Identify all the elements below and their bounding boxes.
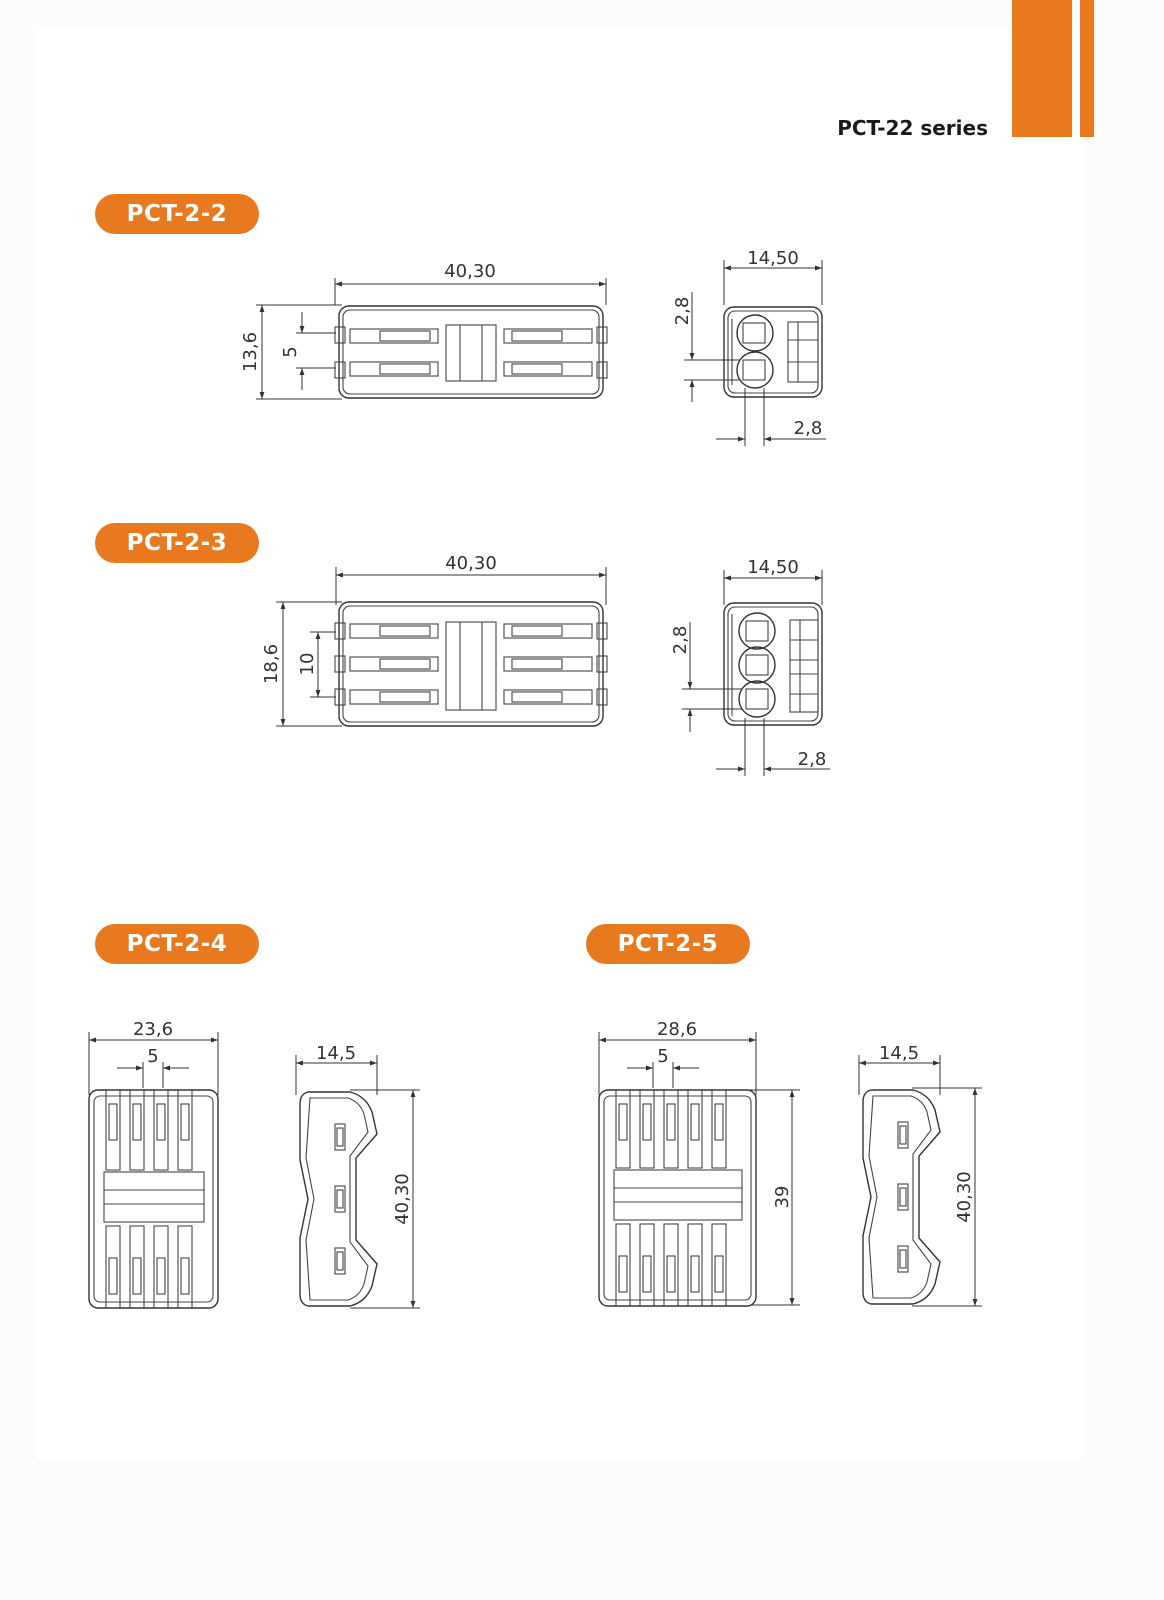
page-background — [36, 28, 1086, 1458]
pct-2-4-side-height-label: 40,30 — [392, 1173, 413, 1225]
pct-2-4-side-view: 14,5 40,30 — [295, 1043, 420, 1309]
model-label-pct-2-2: PCT-2-2 — [95, 194, 259, 234]
pct-2-2-side-view: 14,50 2,8 2,8 — [672, 248, 826, 446]
model-label-pct-2-3: PCT-2-3 — [95, 523, 259, 563]
pct-2-4-front-pitch-label: 5 — [147, 1046, 158, 1067]
pct-2-3-side-view: 14,50 2,8 2,8 — [670, 557, 830, 776]
pct-2-3-front-height-label: 18,6 — [261, 644, 282, 684]
pct-2-5-side-height-label: 40,30 — [954, 1171, 975, 1223]
pct-2-3-side-width-label: 14,50 — [747, 557, 799, 578]
accent-bar-narrow — [1080, 0, 1094, 137]
pct-2-2-side-hole-v-label: 2,8 — [672, 297, 693, 326]
pct-2-2-side-hole-h-label: 2,8 — [794, 418, 823, 439]
pct-2-2-front-height-label: 13,6 — [240, 332, 261, 372]
pct-2-5-front-width-label: 28,6 — [657, 1019, 697, 1040]
pct-2-5-front-height-label: 39 — [772, 1186, 793, 1209]
model-label-pct-2-4: PCT-2-4 — [95, 924, 259, 964]
pct-2-2-front-view: 40,30 13,6 5 — [240, 261, 608, 400]
pct-2-3-side-hole-h-label: 2,8 — [798, 749, 827, 770]
pct-2-3-side-hole-v-label: 2,8 — [670, 626, 691, 655]
pct-2-4-side-width-label: 14,5 — [316, 1043, 356, 1064]
pct-2-4-front-view: 23,6 5 — [88, 1019, 219, 1309]
accent-bar-wide — [1012, 0, 1072, 137]
pct-2-5-side-width-label: 14,5 — [879, 1043, 919, 1064]
pct-2-5-front-view: 28,6 5 39 — [598, 1019, 800, 1307]
pct-2-2-front-pitch-label: 5 — [280, 346, 301, 357]
series-title: PCT-22 series — [837, 116, 988, 140]
pct-2-4-front-width-label: 23,6 — [133, 1019, 173, 1040]
pct-2-2-front-width-label: 40,30 — [444, 261, 496, 282]
pct-2-3-front-pitch-label: 10 — [297, 653, 318, 676]
pct-2-5-side-view: 14,5 40,30 — [858, 1043, 982, 1307]
pct-2-2-side-width-label: 14,50 — [747, 248, 799, 269]
model-label-pct-2-5: PCT-2-5 — [586, 924, 750, 964]
pct-2-3-front-width-label: 40,30 — [445, 553, 497, 574]
pct-2-3-front-view: 40,30 18,6 10 — [261, 553, 608, 727]
pct-2-5-front-pitch-label: 5 — [657, 1046, 668, 1067]
